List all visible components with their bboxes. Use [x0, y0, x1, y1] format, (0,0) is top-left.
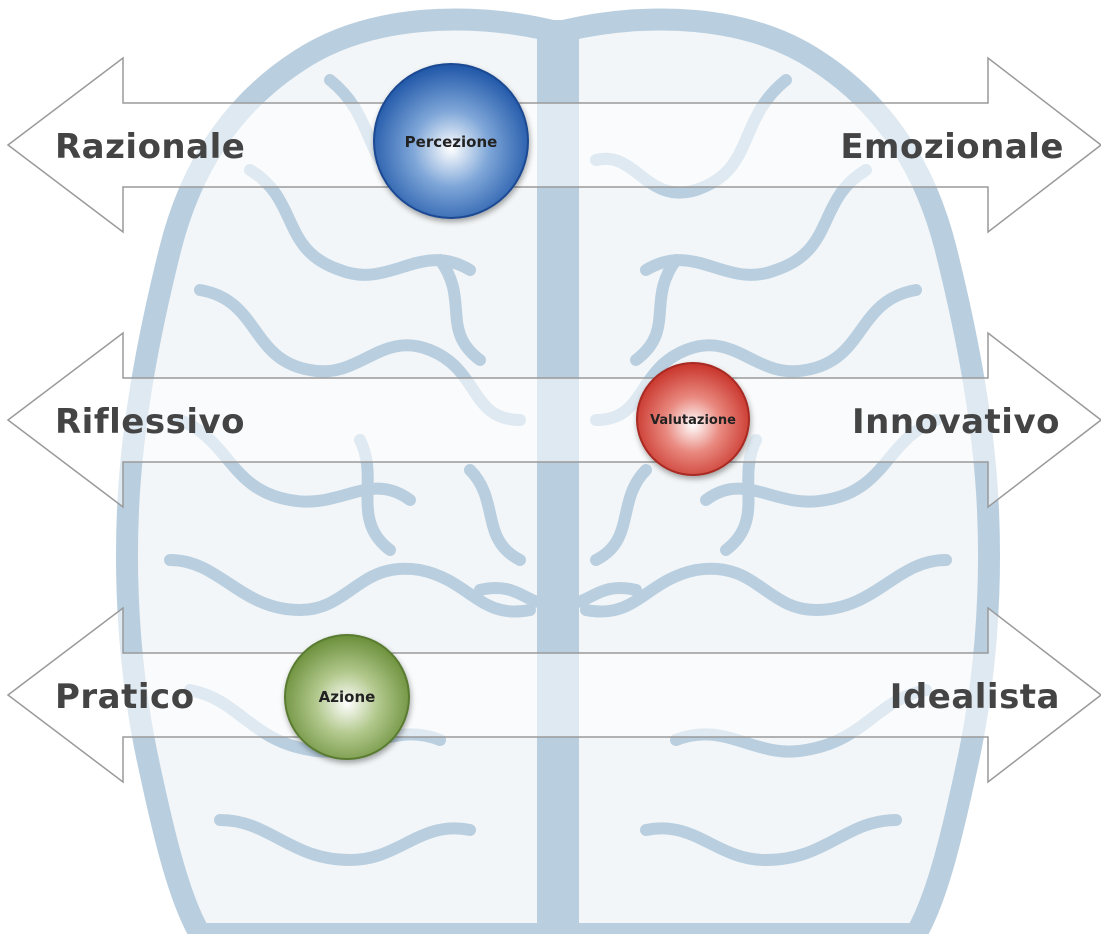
arrow-riflessivo-innovativo: [6, 331, 1101, 509]
bubble-percezione: Percezione: [373, 63, 529, 219]
bubble-label: Azione: [319, 688, 376, 706]
bubble-circle: [636, 362, 750, 476]
bubble-circle: [284, 634, 410, 760]
axis-label-left: Pratico: [55, 677, 195, 717]
axis-label-right: Emozionale: [840, 127, 1064, 167]
arrow-pratico-idealista: [6, 606, 1101, 784]
axis-label-left: Razionale: [55, 127, 245, 167]
axis-arrows: [6, 56, 1101, 784]
bubble-label: Valutazione: [650, 413, 736, 428]
axis-labels: Razionale Emozionale Riflessivo Innovati…: [55, 127, 1064, 717]
bubble-valutazione: Valutazione: [636, 362, 750, 476]
axis-label-right: Idealista: [890, 677, 1060, 717]
arrow-razionale-emozionale: [6, 56, 1101, 234]
axis-label-right: Innovativo: [852, 402, 1060, 442]
axis-label-left: Riflessivo: [55, 402, 245, 442]
bubble-circle: [373, 63, 529, 219]
bubble-azione: Azione: [284, 634, 410, 760]
bubble-label: Percezione: [405, 133, 498, 151]
